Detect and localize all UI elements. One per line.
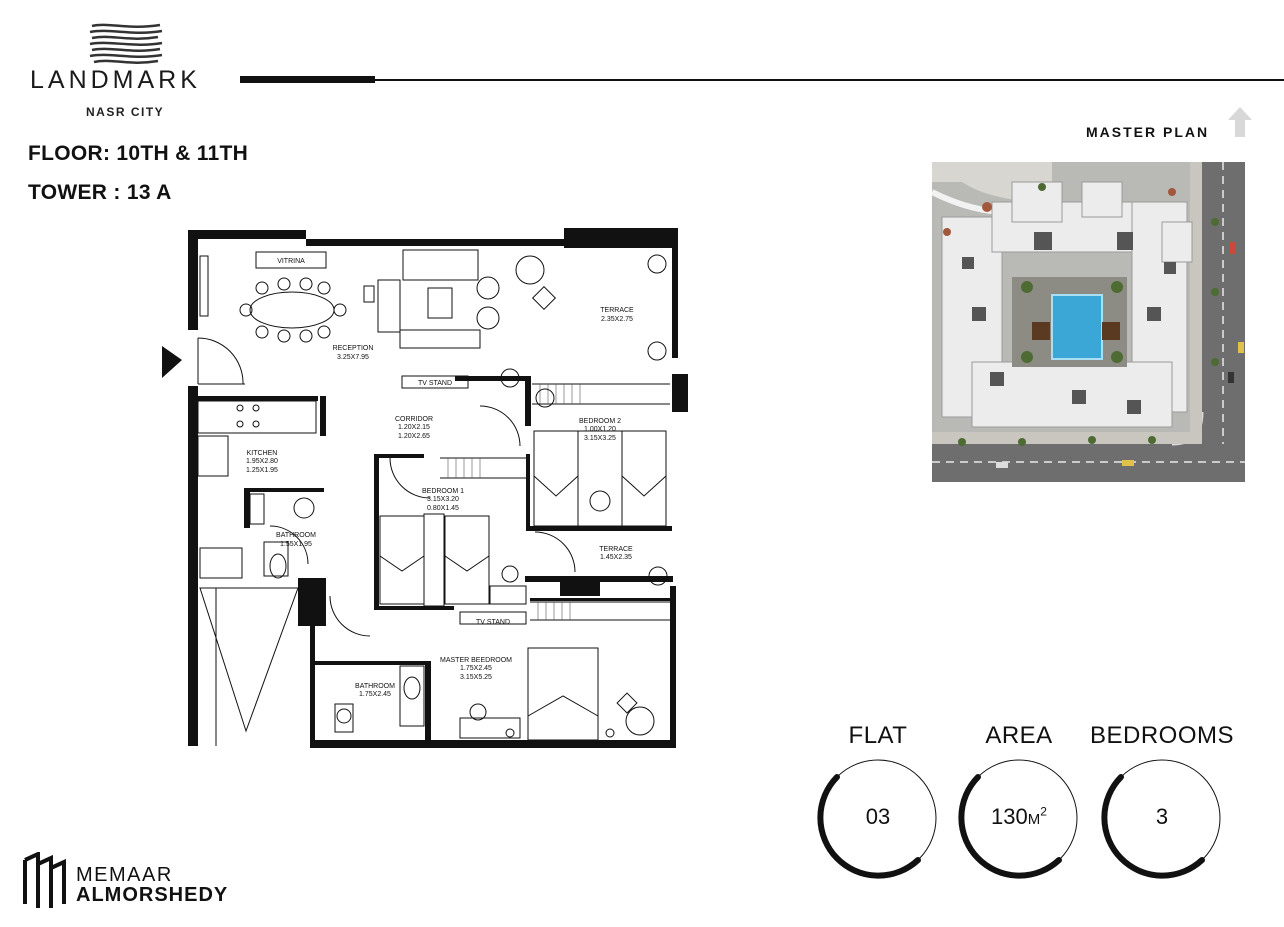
stat-arc-area xyxy=(958,774,1062,879)
label-master-bedroom: MASTER BEEDROOM xyxy=(440,657,512,664)
label-reception-dims: 3.25X7.95 xyxy=(337,354,369,361)
label-corridor: CORRIDOR xyxy=(395,416,433,423)
stat-ring-area xyxy=(958,759,1078,879)
label-corridor-dims-2: 1.20X2.65 xyxy=(398,433,430,440)
stat-arc-bedrooms xyxy=(1101,774,1205,879)
stat-arc-flat xyxy=(817,774,921,879)
label-terrace-2-dims: 1.45X2.35 xyxy=(600,554,632,561)
stat-ring-bedrooms xyxy=(1101,759,1221,879)
stat-value-area: 130M2 xyxy=(957,804,1081,830)
label-bedroom-2-dims-1: 1.00X1.20 xyxy=(584,426,616,433)
stat-value-area-unit-sup: 2 xyxy=(1040,804,1047,819)
tower-label: TOWER : 13 A xyxy=(28,181,172,204)
label-kitchen-dims-1: 1.95X2.80 xyxy=(246,458,278,465)
label-kitchen: KITCHEN xyxy=(247,450,278,457)
stat-value-area-unit: M xyxy=(1027,811,1041,828)
stat-label-bedrooms: BEDROOMS xyxy=(1089,722,1234,749)
landmark-logo-mark xyxy=(89,23,163,64)
label-bedroom-1: BEDROOM 1 xyxy=(422,488,464,495)
developer-name-line2: ALMORSHEDY xyxy=(76,884,229,906)
label-terrace-2: TERRACE xyxy=(599,546,633,553)
label-bathroom-1-dims: 1.55X1.95 xyxy=(280,541,312,548)
label-vitrina: VITRINA xyxy=(277,258,305,265)
north-arrow-icon xyxy=(1228,107,1252,137)
label-bathroom-1: BATHROOM xyxy=(276,532,316,539)
developer-name-line1: MEMAAR xyxy=(76,864,173,886)
floor-plan-drawing[interactable]: VITRINA RECEPTION 3.25X7.95 TV STAND TER… xyxy=(160,226,690,756)
stat-value-bedrooms: 3 xyxy=(1155,804,1169,829)
stat-value-area-number: 130 xyxy=(991,804,1028,829)
stat-label-flat: FLAT xyxy=(848,722,908,749)
label-master-bedroom-dims-2: 3.15X5.25 xyxy=(460,674,492,681)
label-bedroom-2: BEDROOM 2 xyxy=(579,418,621,425)
label-bedroom-1-dims-1: 3.15X3.20 xyxy=(427,496,459,503)
stat-label-area: AREA xyxy=(985,722,1053,749)
memaar-logo-icon xyxy=(23,852,66,908)
label-tv-stand-1: TV STAND xyxy=(418,380,452,387)
label-bathroom-2: BATHROOM xyxy=(355,683,395,690)
stat-ring-flat xyxy=(817,759,937,879)
label-terrace-1: TERRACE xyxy=(600,307,634,314)
brand-location: NASR CITY xyxy=(86,105,165,119)
label-bedroom-2-dims-2: 3.15X3.25 xyxy=(584,435,616,442)
stat-value-flat: 03 xyxy=(865,804,891,829)
header-rule-thick xyxy=(240,76,375,83)
label-bathroom-2-dims: 1.75X2.45 xyxy=(359,691,391,698)
label-corridor-dims-1: 1.20X2.15 xyxy=(398,424,430,431)
brand-name: LANDMARK xyxy=(30,66,201,94)
label-bedroom-1-dims-2: 0.80X1.45 xyxy=(427,505,459,512)
header-rule-thin xyxy=(375,79,1284,81)
master-plan-label: MASTER PLAN xyxy=(1086,124,1210,140)
label-master-bedroom-dims-1: 1.75X2.45 xyxy=(460,665,492,672)
label-kitchen-dims-2: 1.25X1.95 xyxy=(246,467,278,474)
label-terrace-1-dims: 2.35X2.75 xyxy=(601,316,633,323)
floor-label: FLOOR: 10TH & 11TH xyxy=(28,142,249,165)
label-tv-stand-2: TV STAND xyxy=(476,619,510,626)
master-plan-image[interactable] xyxy=(932,162,1245,482)
label-reception: RECEPTION xyxy=(333,345,374,352)
